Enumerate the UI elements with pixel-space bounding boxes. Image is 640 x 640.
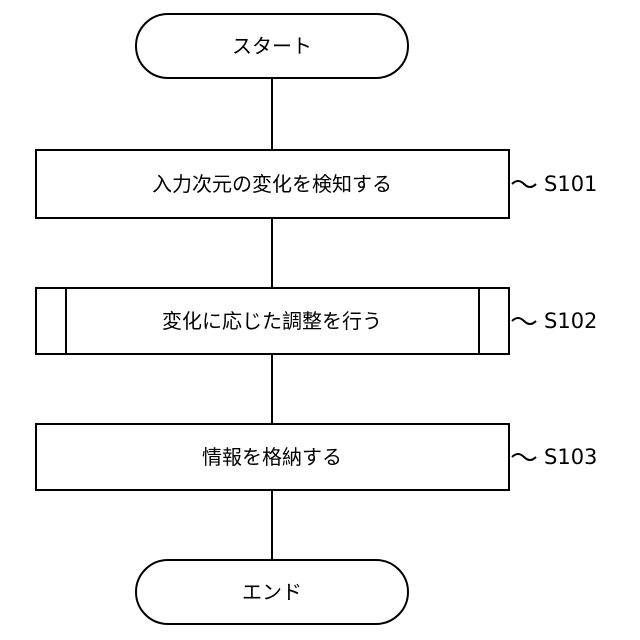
process-step-s103: 情報を格納する S103 — [36, 424, 597, 490]
process-label-s103: 情報を格納する — [202, 445, 342, 469]
process-label-s102: 変化に応じた調整を行う — [162, 309, 382, 333]
step-number-s102: S102 — [544, 309, 597, 333]
step-number-s101: S101 — [544, 172, 597, 196]
step-leader-s102 — [512, 318, 536, 324]
start-terminal: スタート — [136, 14, 408, 78]
start-terminal-label: スタート — [232, 34, 312, 58]
end-terminal-label: エンド — [242, 580, 302, 604]
end-terminal: エンド — [136, 560, 408, 624]
process-step-s101: 入力次元の変化を検知する S101 — [36, 150, 597, 218]
step-leader-s101 — [512, 181, 536, 187]
step-leader-s103 — [512, 454, 536, 460]
step-number-s103: S103 — [544, 445, 597, 469]
process-step-s102: 変化に応じた調整を行う S102 — [36, 288, 597, 354]
process-label-s101: 入力次元の変化を検知する — [152, 172, 392, 196]
